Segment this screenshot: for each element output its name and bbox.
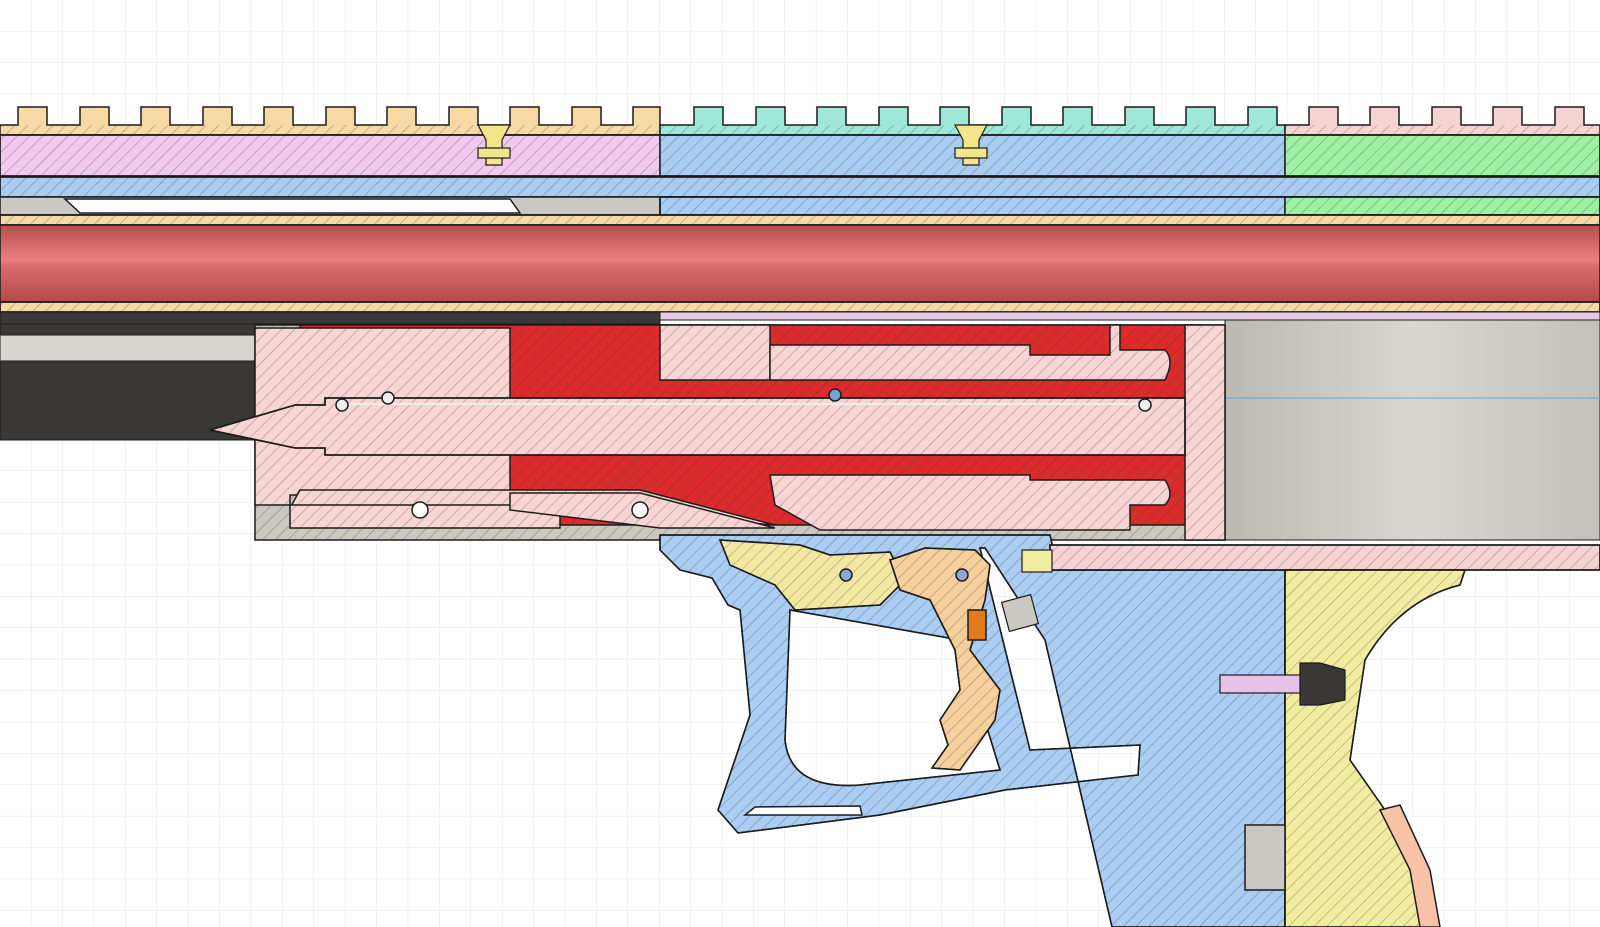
upper-handguard <box>0 134 1600 216</box>
rail-screw-mid <box>954 124 988 166</box>
hammer <box>718 539 906 611</box>
lower-frame <box>659 534 1600 927</box>
barrel <box>0 214 1600 313</box>
pins <box>411 501 649 519</box>
upper-rail-strip <box>659 311 1600 321</box>
trigger-spring <box>1000 549 1053 633</box>
grip <box>1244 569 1467 927</box>
grip-screw <box>1219 662 1346 706</box>
striker <box>209 388 1186 456</box>
rail-screw-left <box>477 124 511 166</box>
gray-chamber <box>1224 319 1600 541</box>
trigger <box>889 547 1001 771</box>
